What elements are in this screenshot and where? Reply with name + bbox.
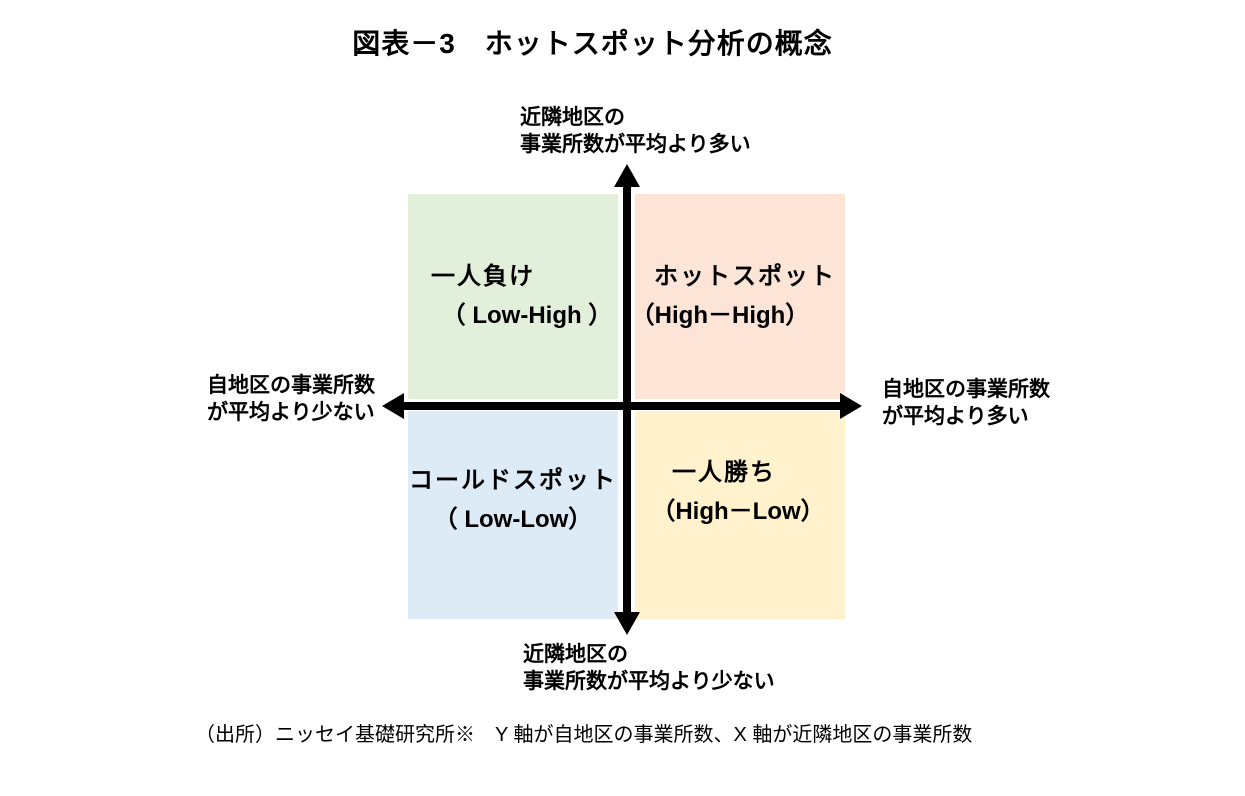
source-note: （出所）ニッセイ基礎研究所※ Y 軸が自地区の事業所数、X 軸が近隣地区の事業所… [195,724,973,746]
axis-label-top-line1: 近隣地区の [520,106,625,129]
quadrant-high-low-code: （High－Low） [651,497,825,525]
axis-label-bottom-line1: 近隣地区の [523,643,628,666]
up-arrowhead-icon [614,164,640,187]
axis-label-right-line1: 自地区の事業所数 [882,378,1050,401]
quadrant-low-high-code: （ Low-High ） [441,302,613,329]
axis-label-left-line1: 自地区の事業所数 [207,374,375,397]
axis-label-bottom: 近隣地区の 事業所数が平均より少ない [523,641,775,695]
left-arrowhead-icon [382,393,404,419]
axis-label-bottom-line2: 事業所数が平均より少ない [523,670,775,693]
axis-label-left: 自地区の事業所数 が平均より少ない [207,372,375,426]
axis-label-right: 自地区の事業所数 が平均より多い [882,376,1050,430]
axis-label-top-line2: 事業所数が平均より多い [520,133,751,156]
quadrant-high-low: 一人勝ち （High－Low） [635,411,845,619]
quadrant-high-high-label: ホットスポット [654,263,836,290]
quadrant-high-high: ホットスポット （High－High） [631,194,845,399]
quadrant-low-high-label: 一人負け [431,263,535,290]
quadrant-low-low-label: コールドスポット [409,466,617,494]
quadrant-high-low-label: 一人勝ち [672,458,776,486]
page-title: 図表－3 ホットスポット分析の概念 [352,28,833,59]
axis-label-left-line2: が平均より少ない [207,401,375,424]
quadrant-low-high: 一人負け （ Low-High ） [408,194,618,399]
axis-label-top: 近隣地区の 事業所数が平均より多い [520,104,751,158]
quadrant-low-low-code: （ Low-Low） [433,505,593,533]
quadrant-high-high-code: （High－High） [630,302,810,329]
axis-label-right-line2: が平均より多い [882,405,1029,428]
quadrant-low-low: コールドスポット （ Low-Low） [408,411,618,619]
